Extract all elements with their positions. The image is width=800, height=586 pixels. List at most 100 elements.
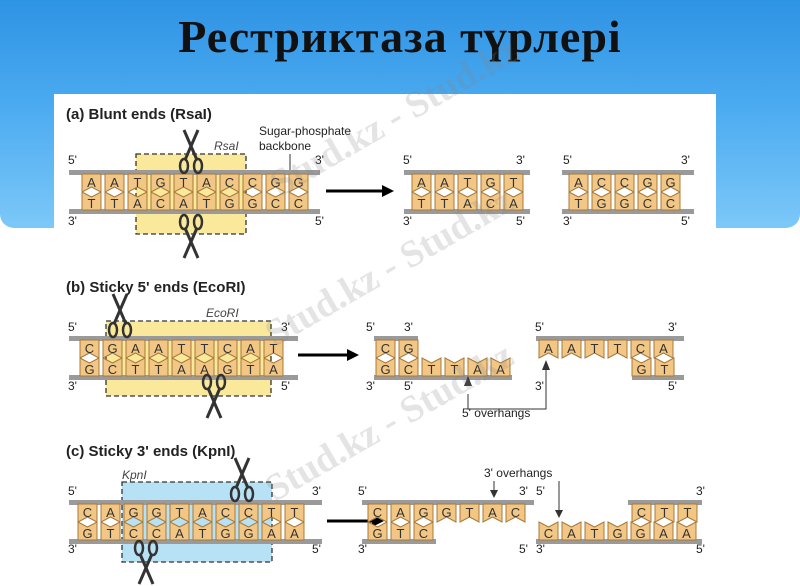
base-letter: T [201,341,209,356]
base-letter: T [155,362,163,377]
recognition-site-box [121,481,273,563]
backbone-strand [404,209,530,214]
nucleotide-base [146,503,167,523]
nucleotide-base [261,503,282,523]
scissors-handle [178,213,190,231]
nucleotide-base [102,339,123,359]
base-letter: G [247,196,257,211]
base-letter: C [419,526,428,541]
nucleotide-base [459,503,480,523]
base-letter: T [466,505,474,520]
nucleotide-base [100,503,121,523]
panel-b-heading: (b) Sticky 5' ends (EcoRI) [66,279,245,296]
nucleotide-base [77,503,98,523]
nucleotide-base [444,357,465,377]
panel-a-end-3prime: 3' [315,153,324,167]
nucleotide-base [284,521,305,541]
nucleotide-base [467,357,488,377]
recognition-site-box [135,153,247,235]
base-letter: A [87,175,96,190]
base-letter: C [223,341,232,356]
reaction-arrowhead [382,185,394,197]
base-letter: A [496,362,505,377]
nucleotide-base [434,191,455,211]
nucleotide-base [171,357,192,377]
scissors-icon [178,213,204,259]
panel-a-frag1-end-3prime: 3' [403,214,412,228]
nucleotide-base [215,521,236,541]
nucleotide-base [584,339,605,359]
nucleotide-base [653,339,674,359]
nucleotide-base [194,357,215,377]
panel-b-frag1-end-3prime: 3' [404,320,413,334]
backbone-strand [362,500,534,505]
backbone-label: backbone [259,139,311,153]
panel-a-heading: (a) Blunt ends (RsaI) [66,106,212,123]
base-letter: C [511,505,520,520]
panel-a-end-5prime: 5' [315,214,324,228]
nucleotide-base [375,339,396,359]
nucleotide-base [123,521,144,541]
recognition-site-highlight [106,321,271,396]
base-letter: A [110,175,119,190]
nucleotide-base [538,339,559,359]
base-letter: T [268,505,276,520]
nucleotide-base [630,521,651,541]
base-letter: C [271,196,280,211]
nucleotide-base [505,503,526,523]
backbone-strand [374,375,512,380]
nucleotide-base [173,191,194,211]
panel-c-frag1-end-3prime: 3' [519,484,528,498]
nucleotide-base [100,521,121,541]
panel-a-frag2-end-5prime: 5' [563,153,572,167]
base-letter: G [222,362,232,377]
base-letter: C [486,196,495,211]
scissors-handle [121,321,133,339]
nucleotide-base [607,339,628,359]
backbone-strand [562,209,694,214]
panel-b-frag1-end-5prime: 5' [404,379,413,393]
scissors-icon [107,293,133,339]
scissors-blade [234,457,251,489]
nucleotide-base [196,191,217,211]
backbone-strand [632,375,684,380]
nucleotide-base [434,173,455,193]
overhang-arrowhead [555,510,563,518]
nucleotide-base [654,357,675,377]
nucleotide-base [591,173,612,193]
nucleotide-base [411,191,432,211]
nucleotide-base [653,521,674,541]
nucleotide-base [654,503,675,523]
scissors-icon [178,129,204,175]
nucleotide-base [219,173,240,193]
nucleotide-base [192,503,213,523]
overhang-label-3prime: 3' overhangs [484,466,552,480]
nucleotide-base [436,503,457,523]
enzyme-label-kpni: KpnI [122,468,147,482]
base-letter: C [381,341,390,356]
overhang-pointer [467,367,547,410]
base-letter: C [156,196,165,211]
nucleotide-base [125,357,146,377]
base-letter: C [221,505,230,520]
panel-b-frag2-end-3prime: 3' [668,320,677,334]
base-letter: A [290,526,299,541]
nucleotide-base [457,191,478,211]
base-letter: A [154,341,163,356]
nucleotide-base [150,191,171,211]
base-letter: T [510,175,518,190]
base-letter: C [294,196,303,211]
nucleotide-base [194,339,215,359]
nucleotide-base [169,503,190,523]
base-letter: T [418,196,426,211]
base-letter: G [84,362,94,377]
nucleotide-base [288,191,309,211]
nucleotide-base [367,503,388,523]
nucleotide-base [568,191,589,211]
nucleotide-base [637,191,658,211]
base-letter: G [372,526,382,541]
backbone-strand [69,375,298,380]
base-letter: G [418,505,428,520]
base-letter: G [220,526,230,541]
base-letter: G [636,362,646,377]
